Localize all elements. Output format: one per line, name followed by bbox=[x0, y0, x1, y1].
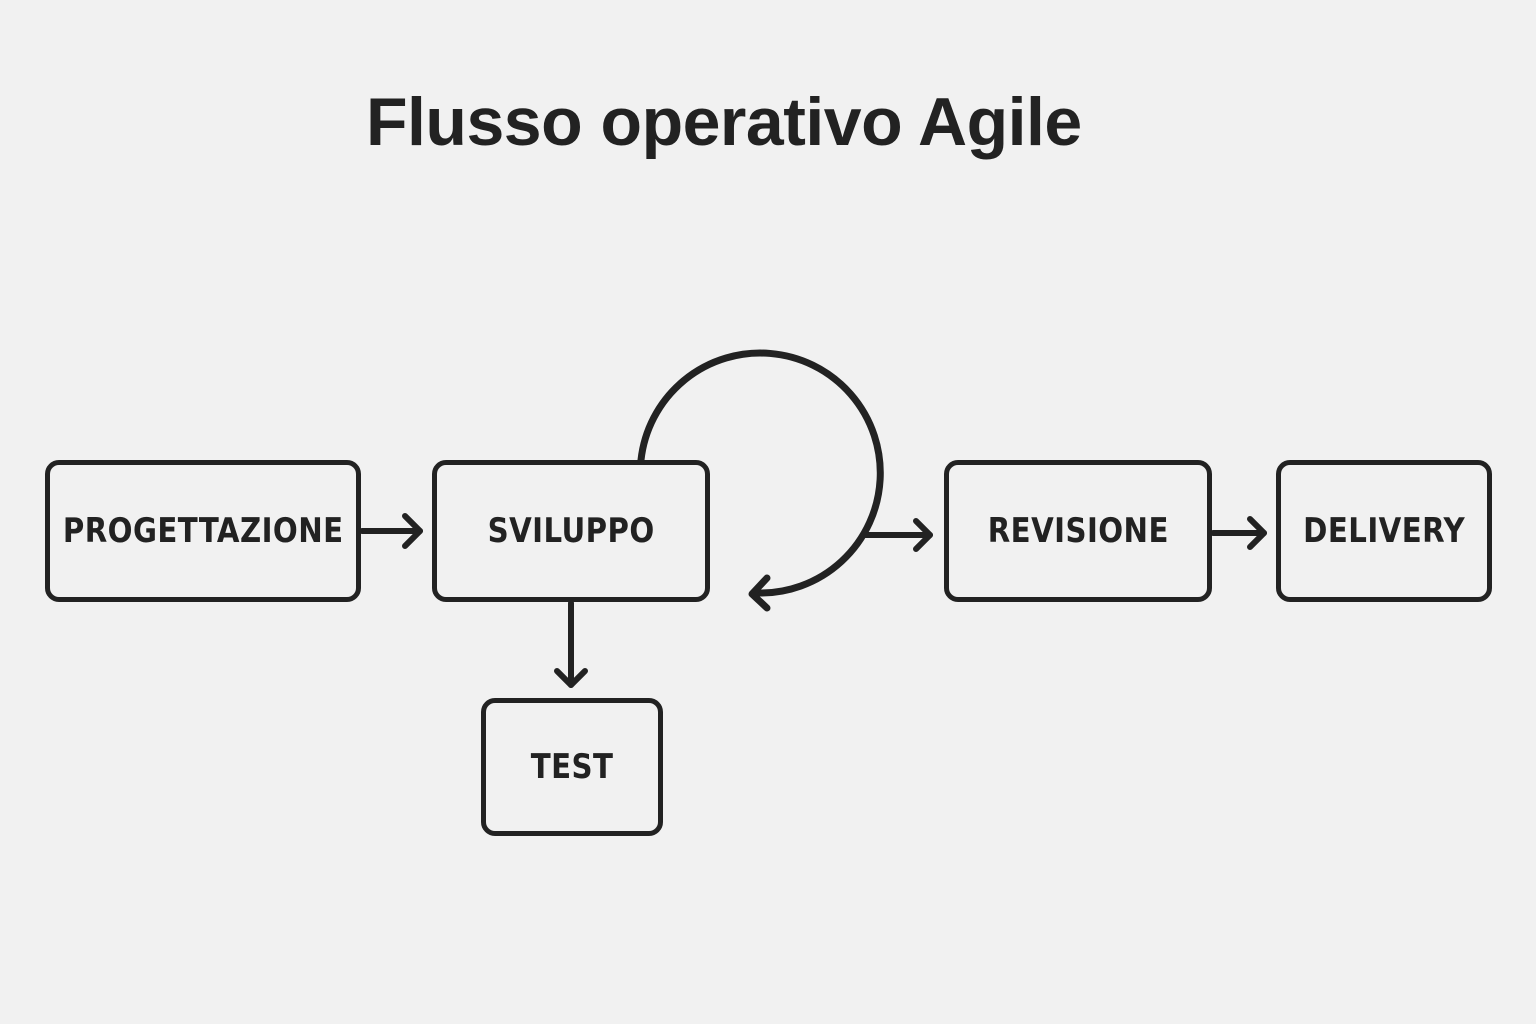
node-revisione: REVISIONE bbox=[944, 460, 1212, 602]
node-delivery: DELIVERY bbox=[1276, 460, 1492, 602]
node-label-delivery: DELIVERY bbox=[1303, 511, 1465, 551]
node-label-progettazione: PROGETTAZIONE bbox=[62, 511, 344, 551]
arrow-sviluppo-to-test bbox=[554, 600, 588, 688]
arrow-loop-to-revisione bbox=[862, 518, 933, 552]
node-test: TEST bbox=[481, 698, 663, 836]
loop-arrow-iterazione bbox=[637, 349, 884, 612]
node-sviluppo: SVILUPPO bbox=[432, 460, 710, 602]
arrow-revisione-to-delivery bbox=[1210, 516, 1267, 550]
node-label-sviluppo: SVILUPPO bbox=[487, 511, 655, 551]
node-progettazione: PROGETTAZIONE bbox=[45, 460, 361, 602]
diagram-title: Flusso operativo Agile bbox=[366, 84, 1082, 160]
node-label-revisione: REVISIONE bbox=[987, 511, 1169, 551]
node-label-test: TEST bbox=[530, 747, 614, 787]
arrow-progettazione-to-sviluppo bbox=[359, 513, 423, 549]
